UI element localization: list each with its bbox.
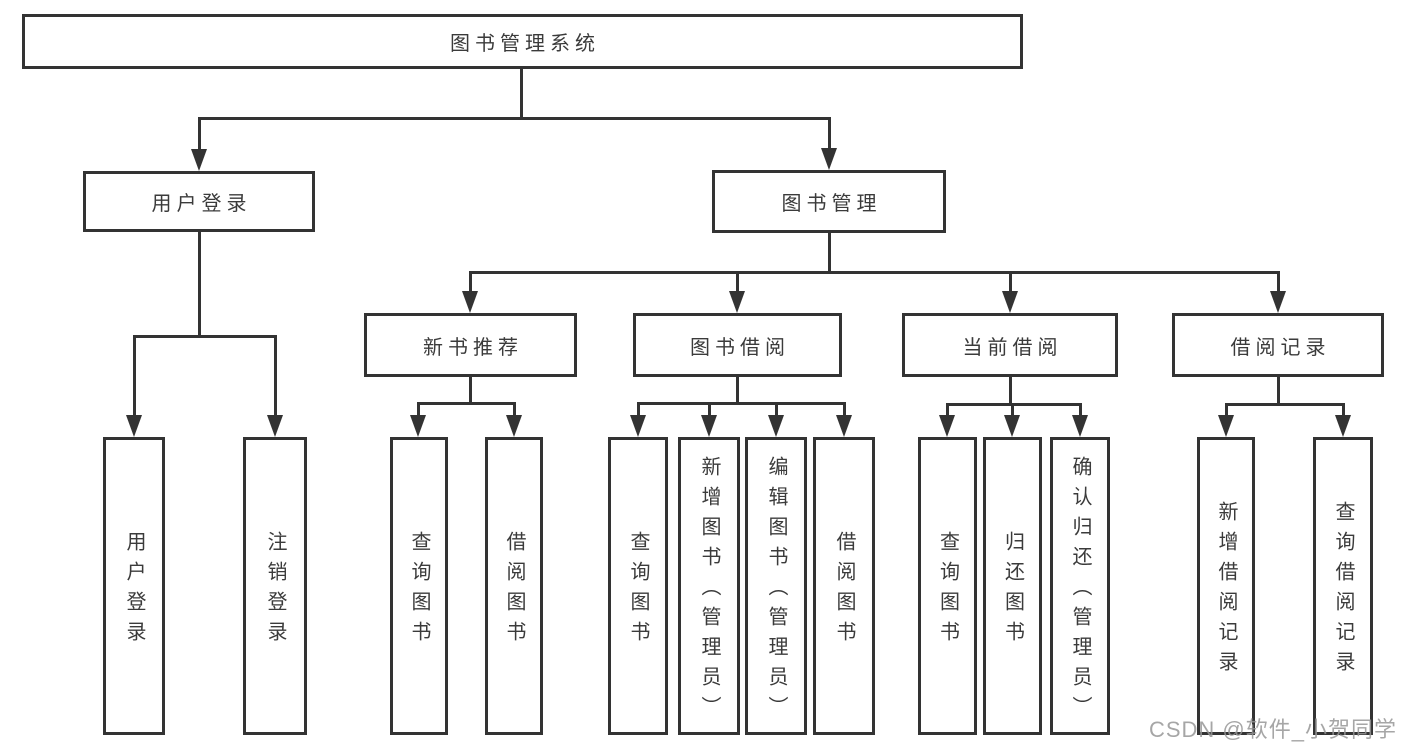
arrowhead-leaf-user-login — [126, 415, 142, 437]
connector-to-book-borrow — [736, 271, 739, 293]
connector-current-borrow-stem — [1009, 377, 1012, 405]
leaf-borrow-books-1: 借阅图书 — [485, 437, 543, 735]
node-label: 新书推荐 — [423, 336, 523, 359]
csdn-watermark: CSDN @软件_小贺同学 — [1148, 717, 1397, 742]
arrowhead-leaf-return-book — [1004, 415, 1020, 437]
leaf-label: 归还图书 — [1001, 531, 1024, 651]
connector-to-leaf-query-book-1 — [417, 402, 420, 417]
node-book-borrowing: 图书借阅 — [633, 313, 842, 377]
connector-new-book-rec-stem — [469, 377, 472, 404]
leaf-label: 查询图书 — [408, 531, 430, 651]
arrowhead-leaf-borrow-book-2 — [836, 415, 852, 437]
arrowhead-current-borrow — [1002, 291, 1018, 313]
leaf-confirm-return-admin: 确认归还（管理员） — [1050, 437, 1110, 735]
connector-root-rail — [198, 117, 830, 120]
connector-to-leaf-add-book — [708, 402, 711, 417]
leaf-label: 新增图书（管理员） — [698, 456, 720, 726]
leaf-query-books-3: 查询图书 — [918, 437, 977, 735]
arrowhead-leaf-borrow-book-1 — [506, 415, 522, 437]
connector-to-new-book-rec — [469, 271, 472, 293]
connector-new-book-rec-rail — [417, 402, 516, 405]
node-new-book-recommendation: 新书推荐 — [364, 313, 577, 377]
node-label: 图书管理 — [781, 193, 882, 215]
leaf-label: 编辑图书（管理员） — [765, 456, 787, 726]
leaf-label: 查询借阅记录 — [1332, 501, 1354, 681]
connector-to-leaf-confirm-return — [1079, 403, 1082, 417]
connector-root-to-book-management — [828, 117, 831, 150]
leaf-user-login: 用户登录 — [103, 437, 165, 735]
node-current-borrowing: 当前借阅 — [902, 313, 1118, 377]
connector-user-login-stem — [198, 232, 201, 335]
node-label: 用户登录 — [151, 193, 252, 215]
connector-to-leaf-user-login — [133, 335, 136, 417]
connector-to-leaf-edit-book — [775, 402, 778, 417]
arrowhead-book-borrow — [729, 291, 745, 313]
node-label: 图书管理系统 — [450, 33, 600, 55]
leaf-label: 注销登录 — [264, 531, 286, 651]
leaf-label: 查询图书 — [627, 531, 649, 651]
arrowhead-leaf-query-book-3 — [939, 415, 955, 437]
leaf-label: 用户登录 — [123, 531, 145, 651]
arrowhead-borrow-records — [1270, 291, 1286, 313]
connector-to-leaf-logout — [274, 335, 277, 417]
node-label: 当前借阅 — [962, 336, 1063, 359]
leaf-label: 借阅图书 — [833, 531, 855, 651]
node-user-login: 用户登录 — [83, 171, 315, 232]
arrowhead-leaf-add-book — [701, 415, 717, 437]
leaf-label: 查询图书 — [936, 531, 959, 651]
leaf-query-borrow-record: 查询借阅记录 — [1313, 437, 1373, 735]
connector-to-leaf-add-record — [1225, 403, 1228, 417]
connector-borrow-records-rail — [1225, 403, 1344, 406]
connector-book-management-rail — [469, 271, 1280, 274]
connector-root-stem — [520, 69, 523, 118]
node-label: 借阅记录 — [1230, 336, 1331, 359]
connector-to-leaf-query-record — [1342, 403, 1345, 417]
leaf-add-borrow-record: 新增借阅记录 — [1197, 437, 1255, 735]
node-library-management-system: 图书管理系统 — [22, 14, 1023, 69]
connector-to-leaf-return-book — [1011, 403, 1014, 417]
arrowhead-leaf-query-book-2 — [630, 415, 646, 437]
connector-user-login-rail — [133, 335, 277, 338]
connector-to-borrow-records — [1277, 271, 1280, 293]
node-book-management: 图书管理 — [712, 170, 946, 233]
leaf-label: 新增借阅记录 — [1215, 501, 1237, 681]
leaf-return-books: 归还图书 — [983, 437, 1042, 735]
arrowhead-leaf-query-book-1 — [410, 415, 426, 437]
connector-to-leaf-borrow-book-1 — [513, 402, 516, 417]
arrowhead-leaf-logout — [267, 415, 283, 437]
connector-to-leaf-query-book-2 — [637, 402, 640, 417]
connector-to-leaf-query-book-3 — [946, 403, 949, 417]
leaf-borrow-books-2: 借阅图书 — [813, 437, 875, 735]
arrowhead-leaf-edit-book — [768, 415, 784, 437]
arrowhead-leaf-query-record — [1335, 415, 1351, 437]
arrowhead-leaf-add-record — [1218, 415, 1234, 437]
connector-root-to-user-login — [198, 117, 201, 151]
connector-book-borrow-rail — [637, 402, 845, 405]
arrowhead-leaf-confirm-return — [1072, 415, 1088, 437]
leaf-query-books-1: 查询图书 — [390, 437, 448, 735]
arrowhead-book-management — [821, 148, 837, 170]
leaf-add-books-admin: 新增图书（管理员） — [678, 437, 740, 735]
node-label: 图书借阅 — [690, 336, 790, 359]
leaf-logout: 注销登录 — [243, 437, 307, 735]
leaf-label: 借阅图书 — [503, 531, 525, 651]
connector-to-current-borrow — [1009, 271, 1012, 293]
leaf-edit-books-admin: 编辑图书（管理员） — [745, 437, 807, 735]
leaf-label: 确认归还（管理员） — [1069, 456, 1091, 726]
connector-borrow-records-stem — [1277, 377, 1280, 405]
node-borrowing-records: 借阅记录 — [1172, 313, 1384, 377]
connector-book-borrow-stem — [736, 377, 739, 404]
leaf-query-books-2: 查询图书 — [608, 437, 668, 735]
arrowhead-user-login — [191, 149, 207, 171]
connector-book-management-stem — [828, 233, 831, 273]
arrowhead-new-book-rec — [462, 291, 478, 313]
connector-to-leaf-borrow-book-2 — [843, 402, 846, 417]
